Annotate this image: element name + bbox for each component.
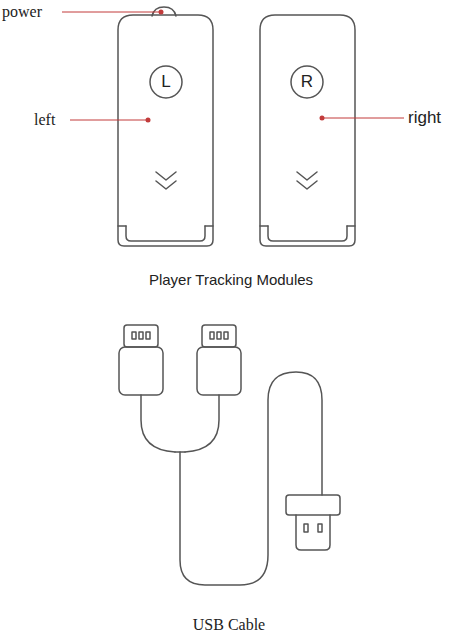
part-label: power (2, 3, 42, 21)
part-label: left (34, 111, 55, 129)
usb-c-plug (286, 495, 340, 550)
leader-line (323, 118, 404, 119)
right-module (260, 15, 355, 246)
leader-line (62, 12, 160, 13)
badge-letter: L (161, 73, 170, 92)
left-badge (150, 66, 182, 98)
chevron-symbol (156, 172, 176, 189)
part-label: right (408, 109, 441, 128)
left-module (118, 15, 213, 246)
figure-caption: Player Tracking Modules (149, 272, 313, 289)
usb-plug (197, 325, 241, 395)
usb-plug (119, 325, 163, 395)
badge-letter: R (301, 73, 313, 92)
chevron-symbol (297, 172, 317, 189)
usb-wire (141, 372, 322, 585)
leader-line (70, 120, 147, 121)
figure-caption: USB Cable (193, 616, 265, 634)
right-badge (291, 66, 323, 98)
